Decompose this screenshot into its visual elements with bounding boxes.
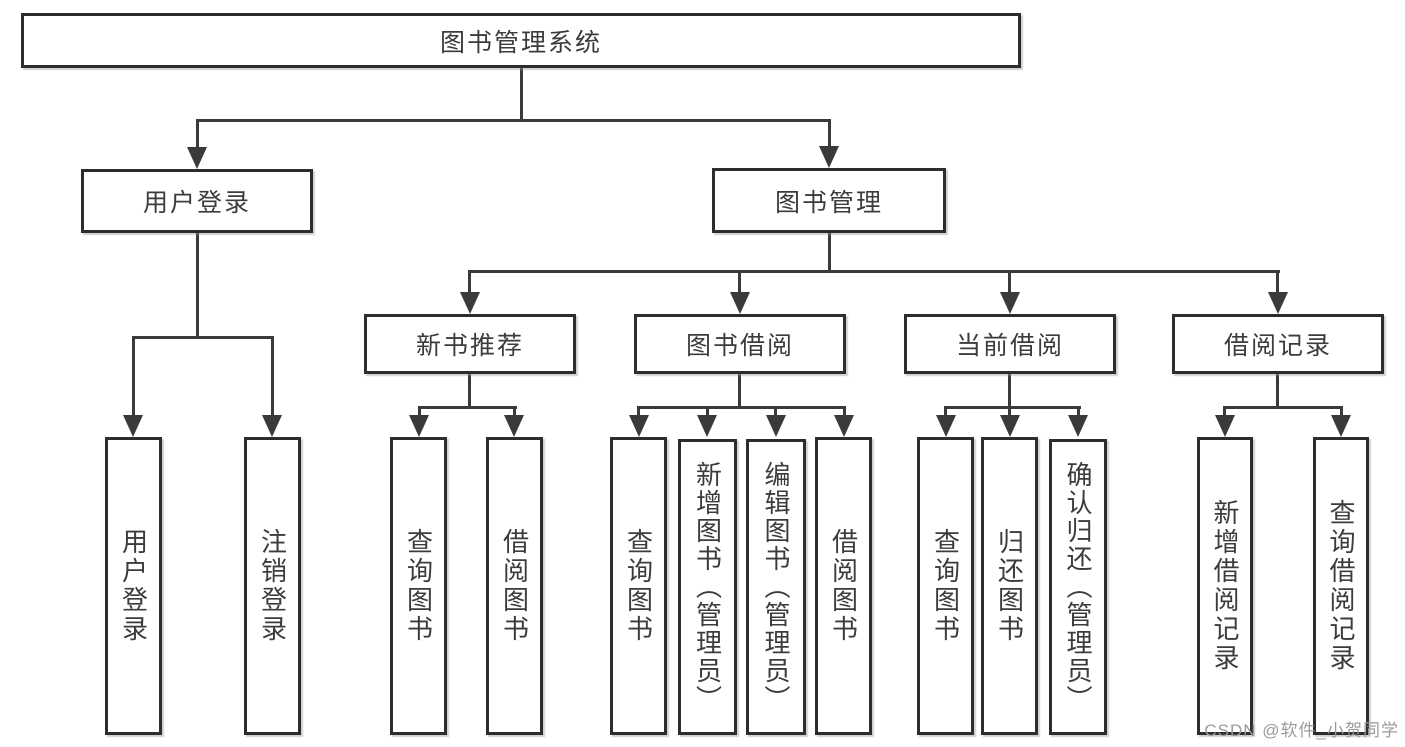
arrow-down-icon (697, 415, 717, 437)
connector-line-to-leaf (774, 406, 777, 415)
node-label: 当前借阅 (955, 332, 1064, 360)
connector-line-level2 (196, 119, 831, 122)
node-label: 查询借阅记录 (1326, 499, 1356, 673)
node-label: 查询图书 (403, 528, 434, 644)
arrow-down-icon (936, 415, 956, 437)
arrow-down-icon (1000, 292, 1020, 314)
node-leaf-record-add: 新增借阅记录 (1197, 437, 1253, 735)
node-leaf-user-login: 用户登录 (105, 437, 162, 735)
node-root: 图书管理系统 (21, 13, 1021, 68)
node-label: 新增图书（管理员） (692, 461, 723, 713)
node-leaf-newbook-query: 查询图书 (390, 437, 447, 735)
arrow-down-icon (409, 415, 429, 437)
connector-line-to-leaf (1008, 406, 1011, 415)
connector-line-book-mgmt-stem (828, 232, 831, 273)
connector-line-to-borrow-record (1276, 270, 1279, 292)
node-leaf-bookborrow-add: 新增图书（管理员） (678, 439, 737, 735)
connector-line-to-book-mgmt (828, 119, 831, 146)
node-label: 新增借阅记录 (1210, 499, 1240, 673)
node-leaf-currentborrow-return: 归还图书 (981, 437, 1038, 735)
connector-line-to-current-borrow (1008, 270, 1011, 292)
node-label: 编辑图书（管理员） (761, 461, 791, 713)
connector-line-to-leaf (706, 406, 709, 415)
node-label: 图书管理 (774, 188, 883, 217)
arrow-down-icon (834, 415, 854, 437)
arrow-down-icon (730, 292, 750, 314)
node-leaf-bookborrow-borrow: 借阅图书 (815, 437, 872, 735)
connector-line-user-login-stem (196, 232, 199, 339)
connector-line-to-user-login (196, 119, 199, 147)
connector-line-current-borrow-group (944, 406, 1081, 409)
node-leaf-newbook-borrow: 借阅图书 (486, 437, 543, 735)
node-book-borrow: 图书借阅 (634, 314, 846, 374)
node-leaf-currentborrow-query: 查询图书 (917, 437, 974, 735)
node-label: 借阅图书 (828, 528, 859, 644)
node-user-login: 用户登录 (81, 169, 313, 233)
connector-line-to-leaf (1223, 406, 1226, 415)
node-label: 查询图书 (623, 528, 654, 644)
connector-line-new-book-group (418, 406, 517, 409)
node-leaf-bookborrow-query: 查询图书 (610, 437, 667, 735)
arrow-down-icon (262, 415, 282, 437)
node-label: 确认归还（管理员） (1063, 461, 1093, 713)
connector-line-new-book-stem (468, 374, 471, 409)
node-label: 查询图书 (930, 528, 961, 644)
connector-line-to-leaf (132, 336, 135, 415)
node-leaf-bookborrow-edit: 编辑图书（管理员） (746, 439, 806, 735)
connector-line-root-stem (520, 68, 523, 122)
node-label: 注销登录 (257, 528, 288, 644)
node-label: 借阅图书 (499, 528, 530, 644)
node-label: 用户登录 (142, 189, 251, 217)
node-label: 新书推荐 (415, 332, 524, 360)
arrow-down-icon (819, 146, 839, 168)
arrow-down-icon (460, 292, 480, 314)
node-leaf-record-query: 查询借阅记录 (1313, 437, 1369, 735)
node-label: 归还图书 (994, 528, 1025, 644)
connector-line-borrow-record-group (1223, 406, 1343, 409)
arrow-down-icon (1331, 415, 1351, 437)
connector-line-user-login-group (132, 336, 274, 339)
connector-line-to-leaf (513, 406, 516, 415)
arrow-down-icon (1068, 415, 1088, 437)
connector-line-book-borrow-stem (738, 374, 741, 409)
node-leaf-currentborrow-confirm: 确认归还（管理员） (1049, 439, 1107, 735)
arrow-down-icon (504, 415, 524, 437)
node-leaf-logout: 注销登录 (244, 437, 301, 735)
connector-line-to-leaf (1340, 406, 1343, 415)
arrow-down-icon (629, 415, 649, 437)
node-new-book-recommend: 新书推荐 (364, 314, 576, 374)
arrow-down-icon (766, 415, 786, 437)
connector-line-to-leaf (843, 406, 846, 415)
node-label: 图书借阅 (685, 332, 794, 360)
connector-line-to-book-borrow (738, 270, 741, 292)
connector-line-to-leaf (271, 336, 274, 415)
connector-line-level3 (468, 270, 1280, 273)
arrow-down-icon (1215, 415, 1235, 437)
arrow-down-icon (123, 415, 143, 437)
connector-line-current-borrow-stem (1008, 374, 1011, 409)
node-borrow-record: 借阅记录 (1172, 314, 1384, 374)
node-label: 图书管理系统 (439, 28, 602, 57)
arrow-down-icon (187, 147, 207, 169)
connector-line-to-new-book (468, 270, 471, 292)
watermark: CSDN @软件_小贺同学 (1204, 721, 1399, 740)
connector-line-borrow-record-stem (1276, 374, 1279, 409)
node-book-mgmt: 图书管理 (712, 168, 946, 233)
arrow-down-icon (1268, 292, 1288, 314)
connector-line-to-leaf (418, 406, 421, 415)
node-label: 用户登录 (118, 528, 149, 644)
connector-line-book-borrow-group (637, 406, 846, 409)
node-label: 借阅记录 (1223, 332, 1332, 360)
arrow-down-icon (1000, 415, 1020, 437)
connector-line-to-leaf (637, 406, 640, 415)
node-current-borrow: 当前借阅 (904, 314, 1116, 374)
connector-line-to-leaf (944, 406, 947, 415)
connector-line-to-leaf (1077, 406, 1080, 415)
